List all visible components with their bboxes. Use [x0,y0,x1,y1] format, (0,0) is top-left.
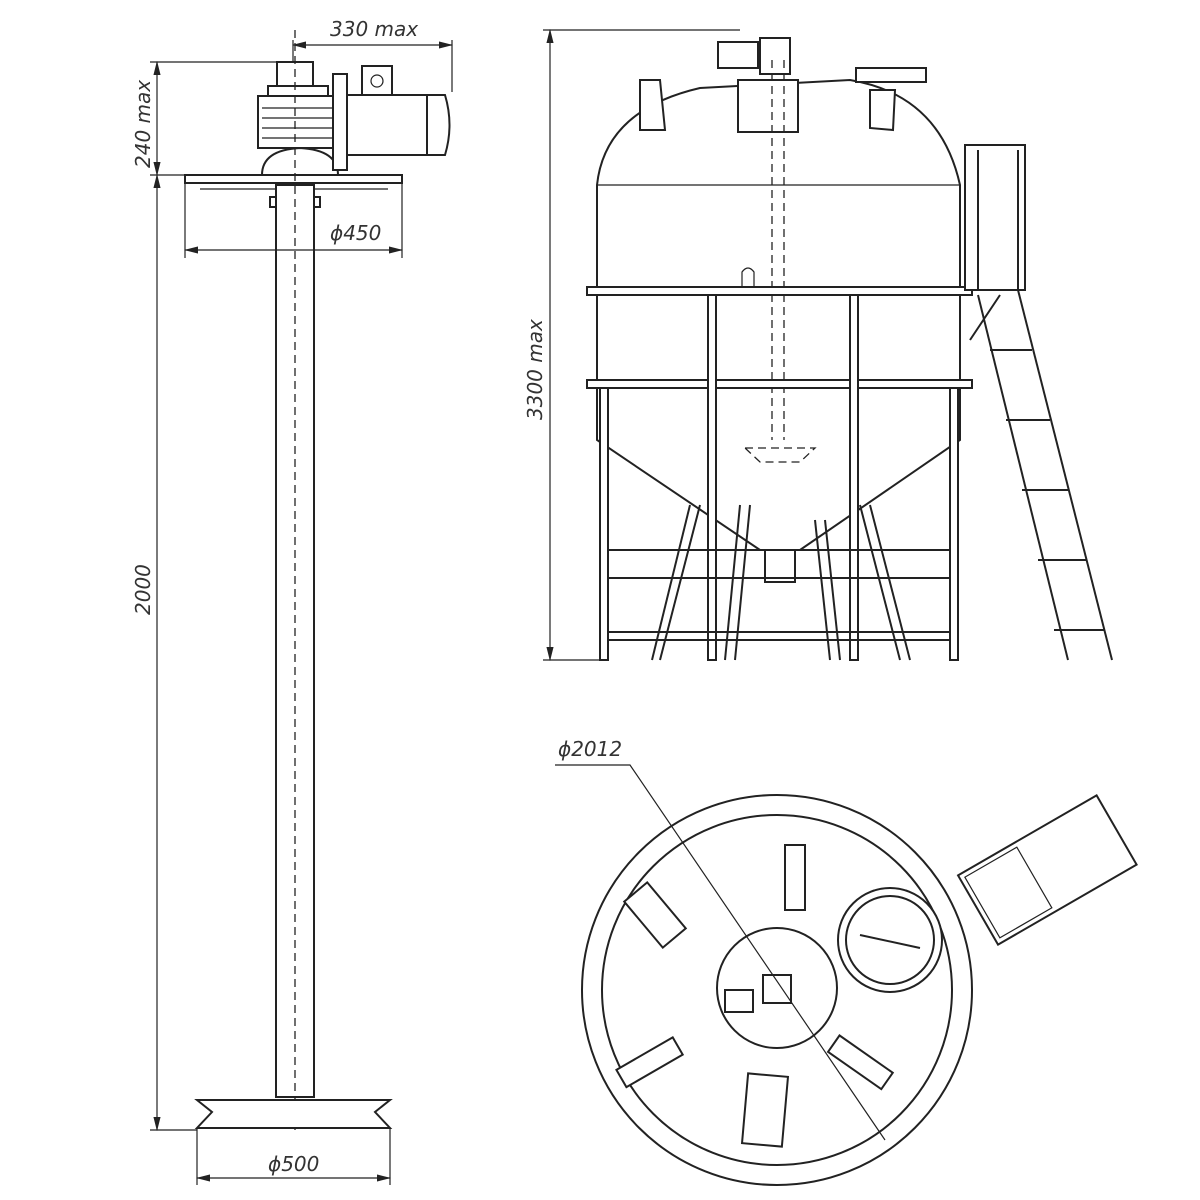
mounting-flange [184,174,403,184]
tank-side-view: 3300 max [523,28,1113,662]
dim-impeller-diameter: ϕ500 [268,1152,319,1176]
top-ladder [956,793,1138,947]
dim-flange-diameter: ϕ450 [330,221,381,245]
ladder-platform [964,144,1113,661]
diameter-leader [555,764,886,1141]
dim-shaft-length: 2000 [131,564,155,615]
tank-body [596,78,961,551]
tank-top-view: ϕ2012 [555,737,1138,1186]
manhole [837,887,943,993]
dim-motor-width: 330 max [330,17,418,41]
dim-motor-height: 240 max [131,80,155,168]
motor [257,61,451,176]
support-frame [599,294,959,661]
agitator-view: 330 max 240 max ϕ450 2000 ϕ500 [131,17,454,1185]
dim-tank-height: 3300 max [523,319,547,420]
dim-tank-diameter: ϕ2012 [558,737,622,761]
impeller [194,1099,393,1129]
